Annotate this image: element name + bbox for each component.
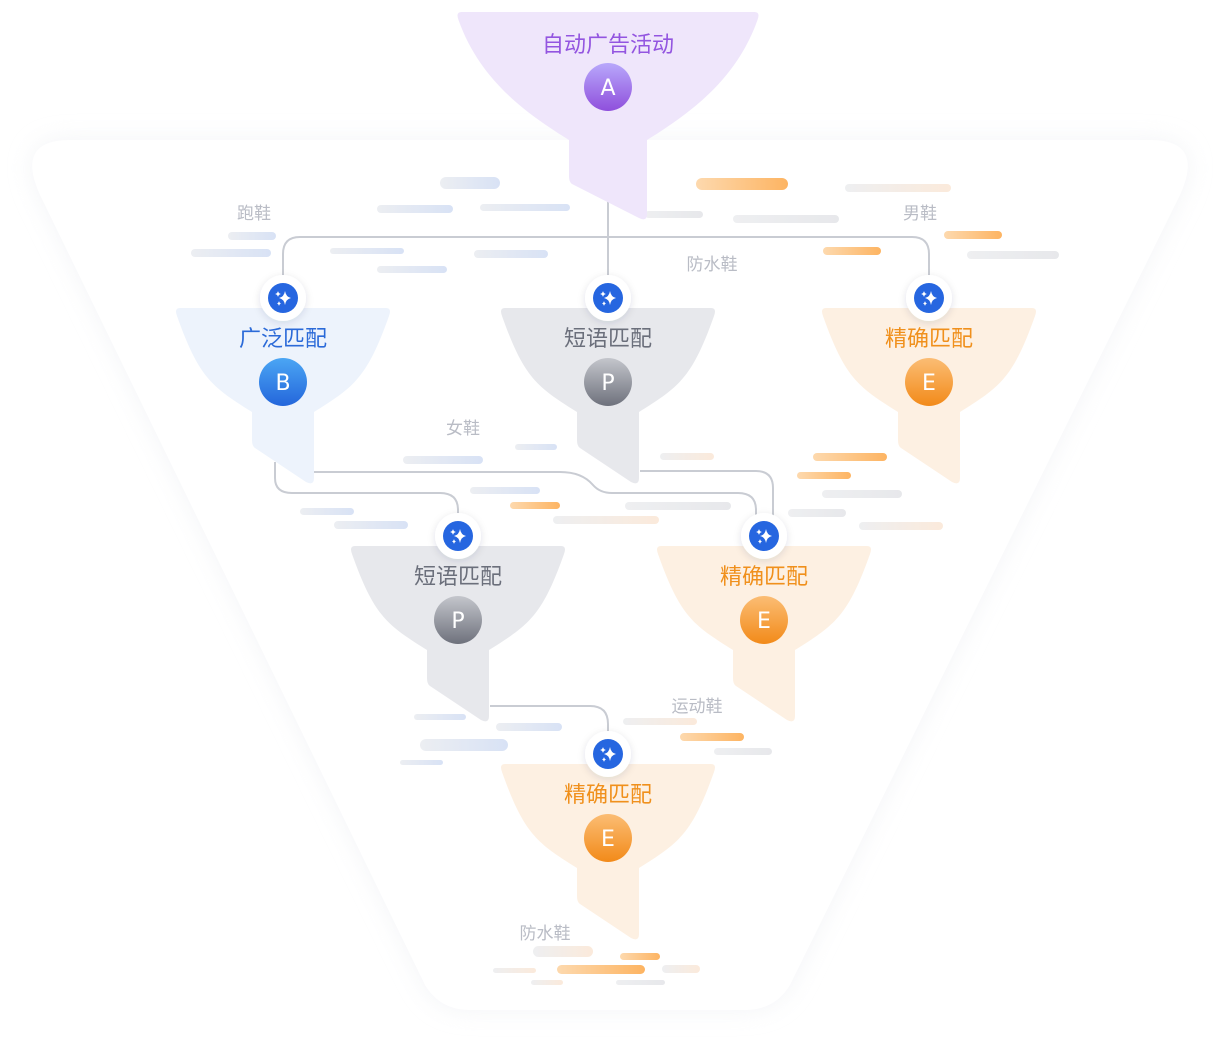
decorative-bar [420,739,508,751]
svg-text:P: P [451,609,464,634]
decorative-bar [859,522,943,530]
keyword-label: 女鞋 [446,419,480,439]
node-exact3[interactable]: 精确匹配 E [501,731,715,940]
node-phrase2[interactable]: 短语匹配 P [351,513,565,722]
decorative-bar [845,184,951,192]
node-label: 精确匹配 [720,565,808,590]
decorative-bar [553,516,659,524]
badge: A [584,63,632,111]
decorative-bar [531,980,563,985]
decorative-bar [377,205,453,213]
funnel-shape [457,12,759,220]
decorative-bar [645,211,703,218]
node-exact2[interactable]: 精确匹配 E [657,513,871,722]
svg-text:B: B [275,371,290,396]
sparkle-icon [585,731,631,777]
keyword-label: 防水鞋 [520,924,571,944]
connector-broad-exact2 [313,471,757,536]
decorative-bar [625,502,731,510]
badge: P [434,596,482,644]
svg-text:E: E [922,371,936,396]
decorative-bar [788,509,846,517]
node-label: 广泛匹配 [239,327,327,352]
decorative-bar [400,760,443,765]
decorative-bar [515,444,557,450]
root-node-auto-campaign[interactable]: 自动广告活动 A [457,12,759,220]
decorative-bar [474,250,548,258]
decorative-bar [300,508,354,515]
decorative-bar [557,965,645,974]
decorative-bar [967,251,1059,259]
badge: B [259,358,307,406]
node-label: 精确匹配 [885,327,973,352]
svg-text:E: E [601,827,615,852]
keyword-label: 运动鞋 [672,697,723,717]
badge: E [905,358,953,406]
node-label: 自动广告活动 [542,33,674,58]
node-phrase1[interactable]: 短语匹配 P [501,275,715,484]
decorative-bar [944,231,1002,239]
decorative-bar [493,968,536,973]
svg-text:A: A [600,76,615,101]
svg-text:P: P [601,371,614,396]
sparkle-icon [585,275,631,321]
decorative-bar [414,714,466,720]
nodes: 自动广告活动 A 广泛匹配 B 短语匹配 P 精确匹配 E 短语匹配 P 精确匹配 E 精确匹配 E [176,12,1036,940]
decorative-bar [680,733,744,741]
decorative-bar [470,487,540,494]
badge: E [584,814,632,862]
keyword-label: 男鞋 [903,204,937,224]
decorative-bar [733,215,839,223]
connector-root-broad [282,200,609,298]
connector-phrase1-exact2 [640,470,774,536]
decorative-bar [660,453,714,460]
decorative-bar [533,946,593,957]
sparkle-icon [435,513,481,559]
decorative-bar [334,521,408,529]
badge: E [740,596,788,644]
decorative-bar [228,232,276,240]
connectors [274,200,930,752]
connector-phrase2-exact3 [490,705,609,752]
sparkle-icon [741,513,787,559]
decorative-bar [510,502,560,509]
sparkle-icon [260,275,306,321]
sparkle-icon [906,275,952,321]
node-broad[interactable]: 广泛匹配 B [176,275,390,484]
decorative-bar [823,247,881,255]
decorative-bar [623,718,697,725]
decorative-bar [662,965,700,973]
badge: P [584,358,632,406]
decorative-bar [797,472,851,479]
decorative-bar [813,453,887,461]
connector-root-exact1 [608,236,930,298]
decorative-bars [191,177,1059,985]
svg-text:E: E [757,609,771,634]
decorative-bar [822,490,902,498]
decorative-bar [480,204,570,211]
decorative-bar [403,456,483,464]
keyword-label: 跑鞋 [237,204,271,224]
keyword-labels: 跑鞋 男鞋 防水鞋 女鞋 运动鞋 防水鞋 [237,204,937,944]
node-label: 短语匹配 [414,565,502,590]
decorative-bar [191,249,271,257]
node-label: 精确匹配 [564,783,652,808]
decorative-bar [496,723,562,731]
decorative-bar [330,248,404,254]
node-exact1[interactable]: 精确匹配 E [822,275,1036,484]
keyword-label: 防水鞋 [687,255,738,275]
decorative-bar [714,748,772,755]
decorative-bar [620,953,660,960]
decorative-bar [696,178,788,190]
node-label: 短语匹配 [564,327,652,352]
decorative-bar [377,266,447,273]
decorative-bar [616,980,665,985]
decorative-bar [440,177,500,189]
connector-broad-phrase2 [274,462,459,536]
